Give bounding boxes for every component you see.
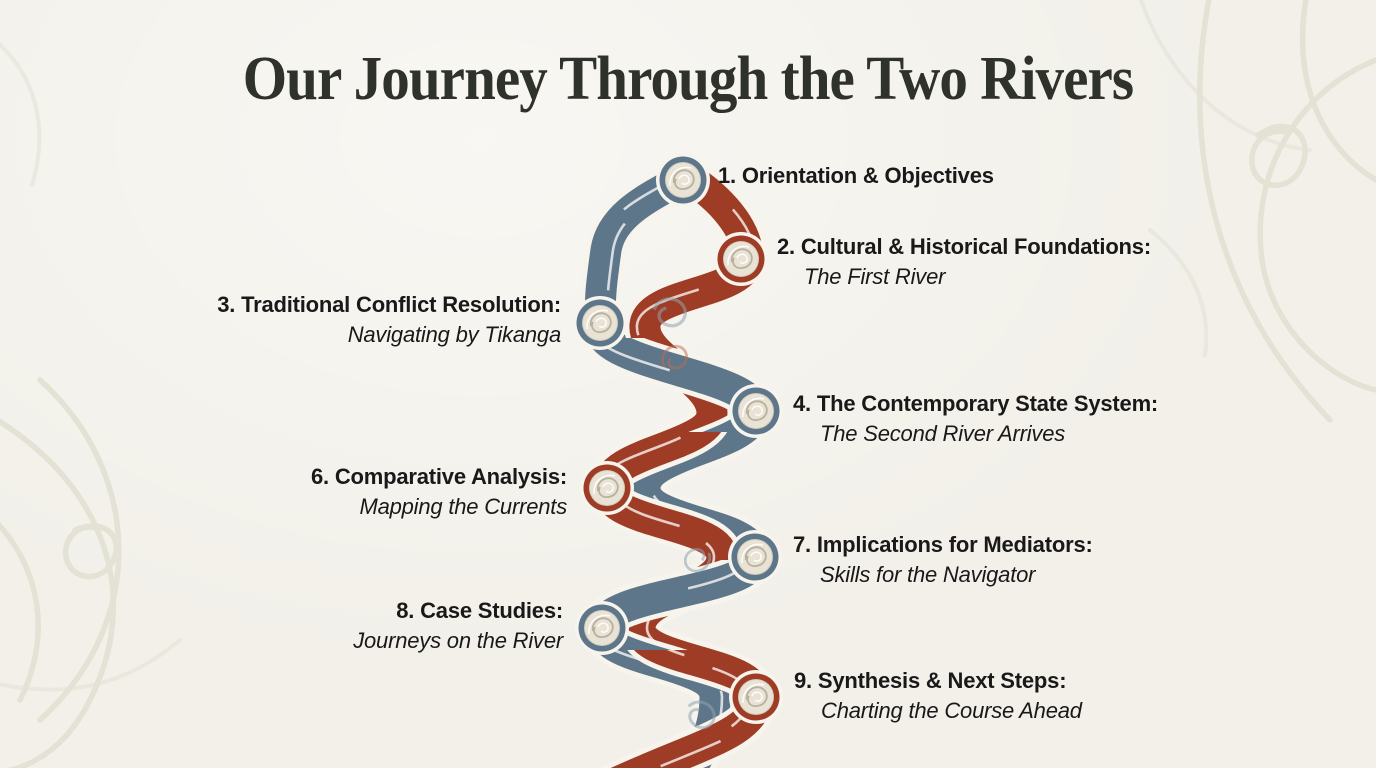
agenda-item-subtitle: The Second River Arrives: [820, 421, 1066, 446]
agenda-item-8: 8. Case Studies: Journeys on the River: [353, 596, 563, 656]
journey-node-2: [713, 231, 769, 287]
journey-node-8: [574, 600, 630, 656]
agenda-item-heading: 7. Implications for Mediators:: [793, 532, 1093, 557]
agenda-item-1: 1. Orientation & Objectives: [718, 161, 994, 191]
agenda-item-heading: 2. Cultural & Historical Foundations:: [777, 234, 1151, 259]
slide-title-area: Our Journey Through the Two Rivers: [0, 44, 1376, 115]
page-title: Our Journey Through the Two Rivers: [242, 45, 1134, 113]
agenda-item-6: 6. Comparative Analysis: Mapping the Cur…: [311, 462, 567, 522]
agenda-item-subtitle: Journeys on the River: [353, 628, 563, 653]
journey-node-1: [655, 152, 711, 208]
agenda-item-subtitle: Skills for the Navigator: [820, 562, 1036, 587]
journey-node-4: [728, 383, 784, 439]
agenda-item-heading: 4. The Contemporary State System:: [793, 391, 1159, 416]
agenda-item-9: 9. Synthesis & Next Steps: Charting the …: [794, 666, 1082, 726]
agenda-item-heading: 8. Case Studies:: [396, 598, 563, 623]
agenda-item-heading: 6. Comparative Analysis:: [310, 464, 567, 489]
agenda-item-subtitle: Charting the Course Ahead: [821, 698, 1082, 723]
agenda-item-heading: 1. Orientation & Objectives: [718, 163, 994, 188]
agenda-item-subtitle: The First River: [804, 264, 946, 289]
agenda-item-heading: 3. Traditional Conflict Resolution:: [217, 292, 561, 317]
background-koru-pattern-top-left: [0, 42, 42, 187]
agenda-item-subtitle: Navigating by Tikanga: [347, 322, 561, 347]
agenda-item-3: 3. Traditional Conflict Resolution: Navi…: [217, 290, 561, 350]
agenda-item-4: 4. The Contemporary State System: The Se…: [793, 389, 1158, 449]
agenda-item-heading: 9. Synthesis & Next Steps:: [794, 668, 1067, 693]
journey-node-9: [728, 669, 784, 725]
journey-node-7: [727, 529, 783, 585]
agenda-item-subtitle: Mapping the Currents: [359, 494, 567, 519]
background-koru-pattern-bottom-left: [0, 377, 182, 768]
background-koru-pattern-top-right: [1139, 0, 1376, 423]
agenda-item-7: 7. Implications for Mediators: Skills fo…: [793, 530, 1093, 590]
blue-river-highlight: [605, 176, 764, 768]
journey-node-6: [579, 460, 635, 516]
journey-node-3: [572, 295, 628, 351]
agenda-item-2: 2. Cultural & Historical Foundations: Th…: [777, 232, 1151, 292]
